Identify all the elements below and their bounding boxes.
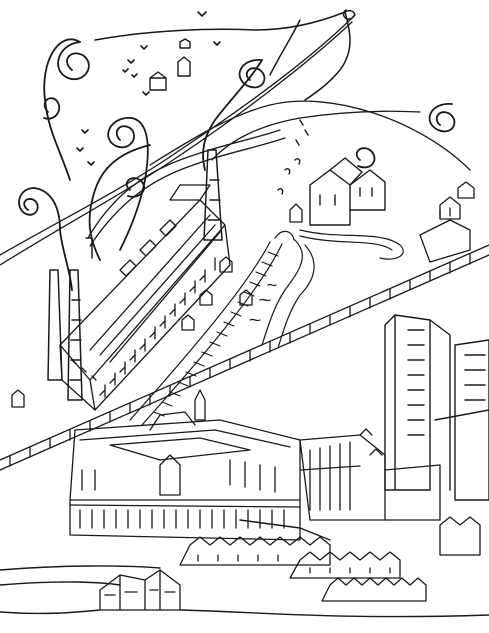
railway-viaduct <box>0 244 489 471</box>
riverside-buildings <box>99 569 181 611</box>
smoke-trails <box>87 110 421 247</box>
birds <box>76 11 221 166</box>
river-banks <box>0 519 489 618</box>
right-upper-buildings <box>419 181 475 263</box>
quadrangle-building <box>69 389 301 541</box>
warehouses-right <box>299 428 441 521</box>
road-lines <box>0 14 471 266</box>
tall-buildings-right <box>384 314 489 501</box>
hilltop-buildings <box>277 119 386 226</box>
terraced-houses <box>179 516 481 602</box>
hill-ridge <box>94 9 356 101</box>
smoke-spirals <box>18 38 456 291</box>
long-mill-building <box>59 184 231 411</box>
river <box>249 229 404 349</box>
distant-houses-top <box>149 38 191 91</box>
